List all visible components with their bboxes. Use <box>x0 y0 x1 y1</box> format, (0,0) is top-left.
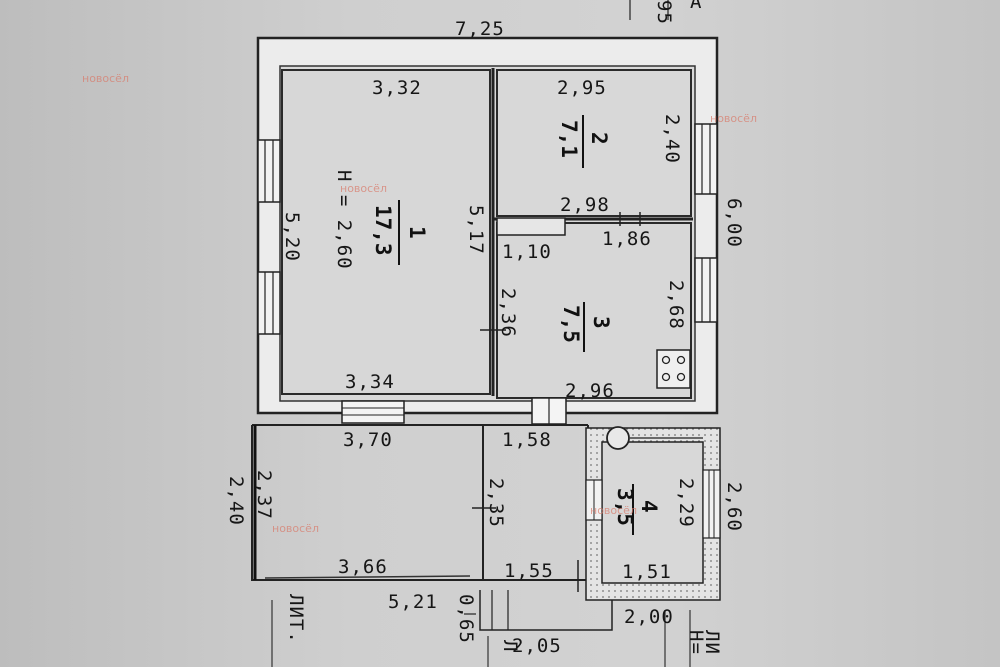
watermark-logo: новосёл <box>272 522 319 535</box>
room-4-number: 4 <box>637 500 661 513</box>
corner-text-bottom-left: ЛИТ. <box>285 594 307 644</box>
window-right-lower <box>694 257 718 323</box>
room-2-outline <box>496 69 692 217</box>
room-1-area: 17,3 <box>371 205 395 256</box>
chimney-icon <box>606 426 630 450</box>
room-3-number: 3 <box>589 316 613 329</box>
porch-depth-dim: 0,65 <box>455 594 477 644</box>
extension-left-outer-dim: 2,40 <box>225 476 247 526</box>
room-2-bottom-dim: 2,98 <box>560 194 610 216</box>
doorway-room-1 <box>341 400 405 424</box>
watermark-logo: новосёл <box>82 72 129 85</box>
extension-top-dim: 3,70 <box>343 429 393 451</box>
room-1-outline <box>281 69 491 395</box>
room-3-top-right-dim: 1,86 <box>602 228 652 250</box>
extension-left-inner-dim: 2,37 <box>253 470 275 520</box>
room-1-number: 1 <box>405 226 429 239</box>
corner-text-bottom-right2: ЛИ <box>701 630 723 655</box>
extension-right-outer-dim: 2,60 <box>723 482 745 532</box>
corner-text-top: А <box>690 0 702 13</box>
room-4-bottom-dim: 1,51 <box>622 561 672 583</box>
watermark-logo: новосёл <box>590 504 637 517</box>
room-1-bottom-dim: 3,34 <box>345 371 395 393</box>
corner-text-bottom-left2: Л <box>499 640 521 652</box>
extension-right-bottom-dim: 2,00 <box>624 606 674 628</box>
room-2-area: 7,1 <box>557 120 581 158</box>
window-left-upper <box>257 139 281 203</box>
room-1-left-dim: 5,20 <box>281 212 303 262</box>
room-1-top-dim: 3,32 <box>372 77 422 99</box>
room-3-right-dim: 2,68 <box>665 280 687 330</box>
room-3-area: 7,5 <box>559 305 583 343</box>
corner-text-bottom-right: Н= <box>685 630 707 655</box>
room-3-bottom-dim: 2,96 <box>565 380 615 402</box>
room-4-walls <box>585 427 721 601</box>
room-2-top-dim: 2,95 <box>557 77 607 99</box>
stove-icon <box>656 349 691 389</box>
extension-mid-bottom-dim: 1,55 <box>504 560 554 582</box>
porch <box>464 590 613 631</box>
doorway-room-3 <box>531 397 567 425</box>
extension-overall-bottom-dim: 5,21 <box>388 591 438 613</box>
extension-bottom-dim: 3,66 <box>338 556 388 578</box>
watermark-logo: новосёл <box>340 182 387 195</box>
watermark-logo: новосёл <box>710 112 757 125</box>
porch-width-dim: 2,05 <box>512 635 562 657</box>
corner-number-top: 95 <box>653 0 675 25</box>
room-3-top-left-dim: 1,10 <box>502 241 552 263</box>
extension-mid-top-dim: 1,58 <box>502 429 552 451</box>
room-4-right-dim: 2,29 <box>675 478 697 528</box>
room-3-left-dim: 2,36 <box>497 288 519 338</box>
room-4-area: 3,5 <box>613 488 637 526</box>
room-1-right-dim: 5,17 <box>465 205 487 255</box>
partition-nib <box>496 217 566 236</box>
room-2-right-dim: 2,40 <box>661 114 683 164</box>
window-right-upper <box>694 123 718 195</box>
overall-depth-label: 6,00 <box>723 198 745 248</box>
overall-width-label: 7,25 <box>455 18 505 40</box>
room-2-number: 2 <box>587 132 611 145</box>
window-left-lower <box>257 271 281 335</box>
room-1-height-label: Н = 2,60 <box>333 170 355 270</box>
extension-mid-side-dim: 2,35 <box>485 478 507 528</box>
